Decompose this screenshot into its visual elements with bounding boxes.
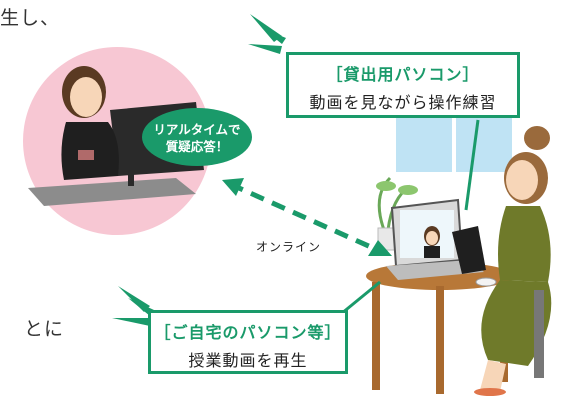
home-pc-callout: ［ご自宅のパソコン等］ 授業動画を再生 bbox=[148, 310, 348, 374]
rental-pc-title: ［貸出用パソコン］ bbox=[326, 65, 480, 84]
left-edge-text-top: 生し、 bbox=[0, 7, 61, 29]
rental-pc-subtitle: 動画を見ながら操作練習 bbox=[309, 93, 497, 112]
teacher-figure bbox=[61, 66, 119, 180]
online-connection-arrow bbox=[222, 178, 392, 256]
home-pc-subtitle: 授業動画を再生 bbox=[188, 351, 308, 370]
emphasis-mark-top bbox=[248, 14, 286, 54]
left-edge-text-bottom: とに bbox=[24, 318, 65, 340]
emphasis-mark-bottom bbox=[112, 286, 154, 326]
bubble-line-1: リアルタイムで bbox=[153, 122, 241, 137]
teacher-desk bbox=[28, 178, 196, 206]
plant bbox=[376, 176, 418, 251]
black-laptop bbox=[452, 226, 486, 274]
student-figure bbox=[474, 126, 552, 396]
bubble-line-2: 質疑応答！ bbox=[165, 139, 229, 154]
cup bbox=[475, 277, 497, 287]
rental-pc-pointer bbox=[464, 119, 480, 211]
online-label: オンライン bbox=[256, 240, 322, 254]
rental-pc-callout: ［貸出用パソコン］ 動画を見ながら操作練習 bbox=[286, 52, 520, 118]
student-laptop bbox=[386, 198, 484, 280]
home-pc-title: ［ご自宅のパソコン等］ bbox=[154, 323, 342, 342]
teacher-speech-bubble: リアルタイムで 質疑応答！ bbox=[142, 108, 252, 166]
